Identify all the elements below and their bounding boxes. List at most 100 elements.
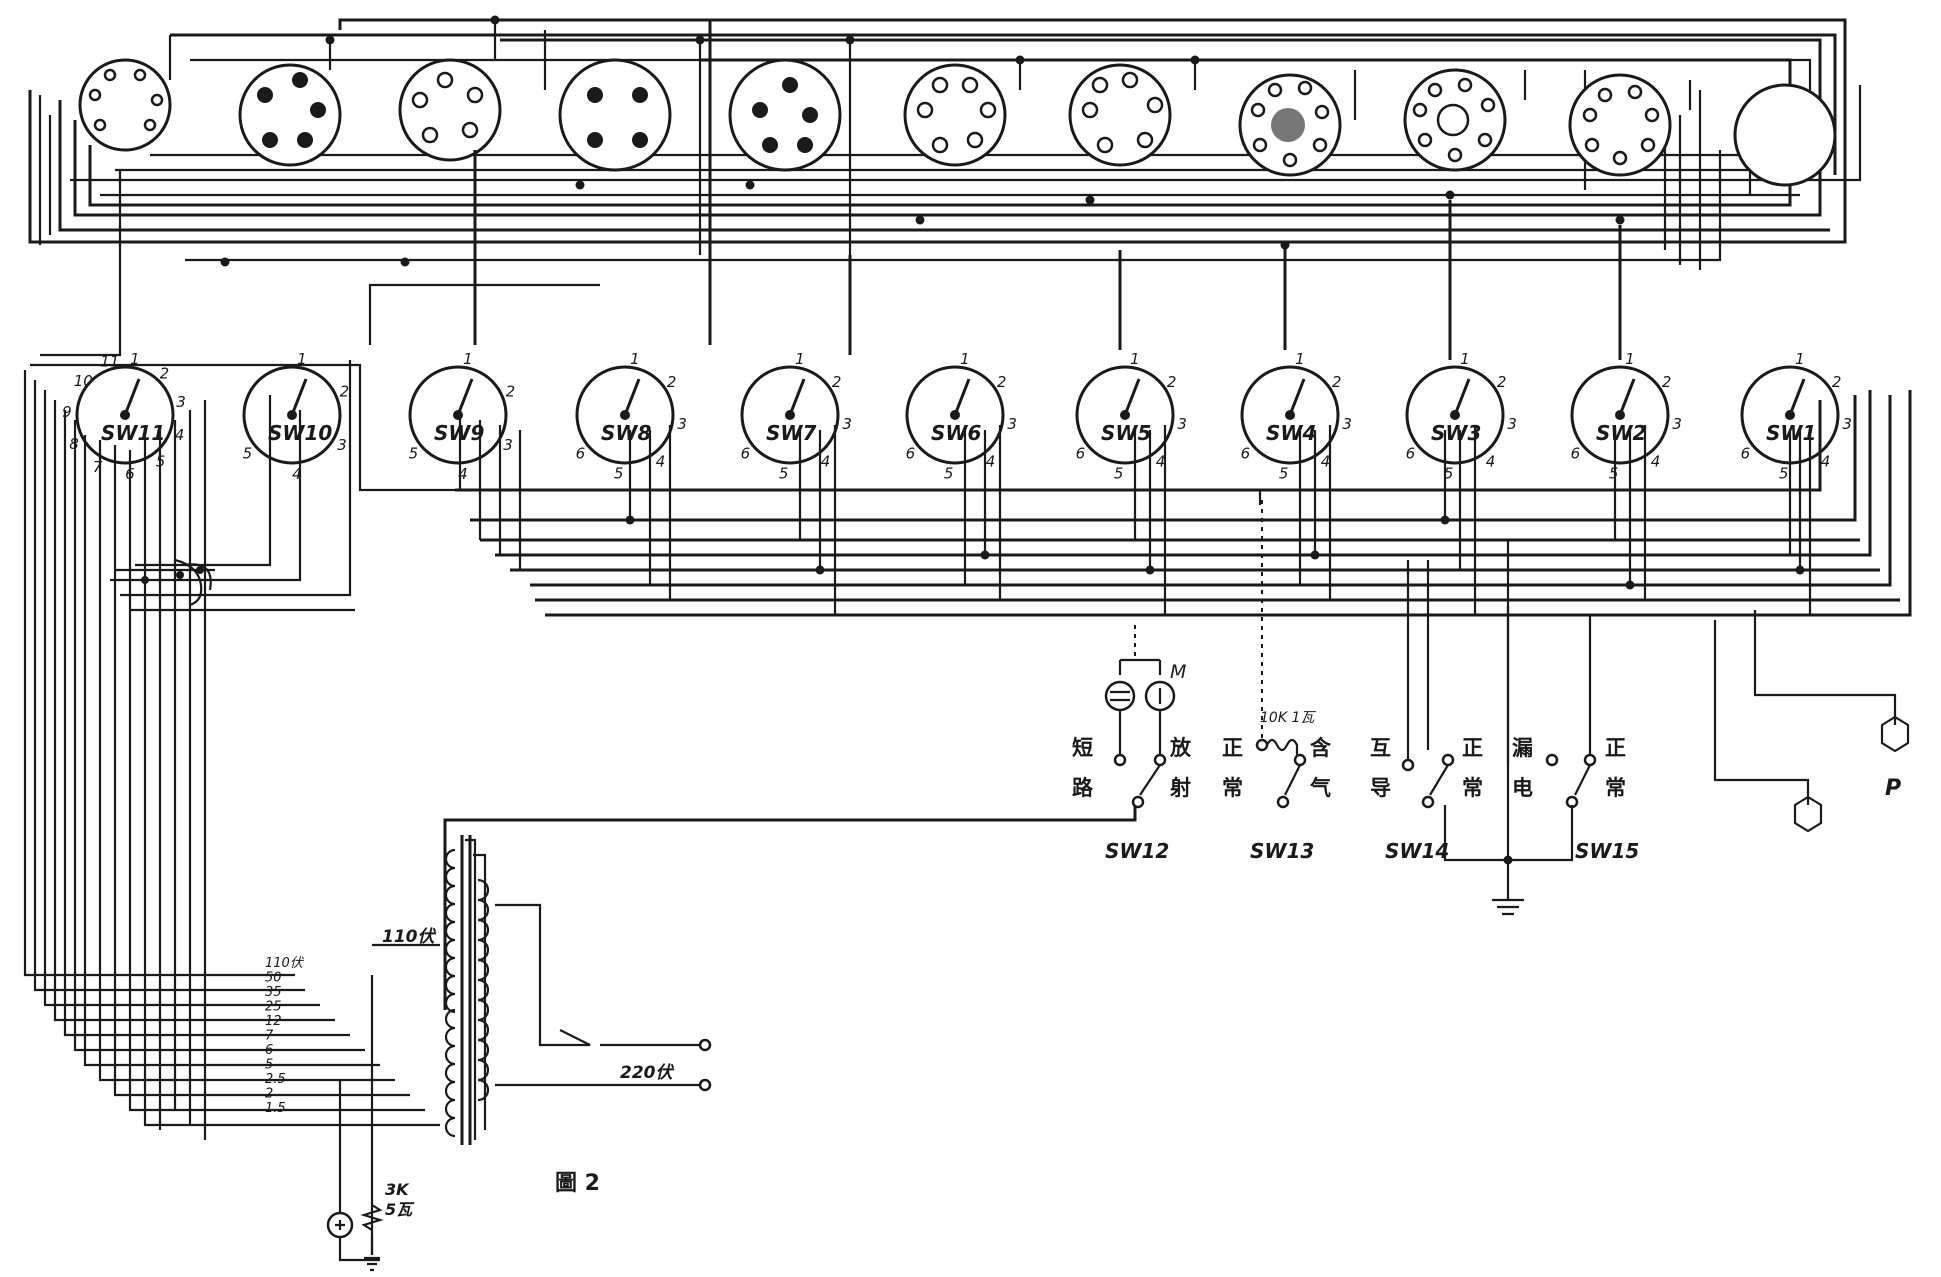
sw6-position-4: 4 <box>986 453 996 471</box>
probe-label: P <box>1885 776 1901 801</box>
sw2-hub <box>1615 410 1625 420</box>
tube-socket-8 <box>1238 73 1342 177</box>
sw1-position-6: 6 <box>1741 444 1751 462</box>
sw15-left-bottom: 电 <box>1512 776 1533 800</box>
tap-label-4: 12 <box>265 1014 282 1029</box>
sw1-position-4: 4 <box>1821 453 1831 471</box>
sw12-left-top: 短 <box>1072 736 1093 760</box>
sw3-label: SW3 <box>1431 421 1481 445</box>
sw5-position-4: 4 <box>1156 453 1166 471</box>
low-voltage-winding <box>444 1008 456 1138</box>
junction-dots <box>220 15 1765 267</box>
probe-clip-icon <box>1793 795 1823 833</box>
tube-socket-11 <box>1733 83 1837 187</box>
sw2-position-4: 4 <box>1651 453 1661 471</box>
sw14-right-top: 正 <box>1462 736 1483 760</box>
sw15-right-top: 正 <box>1605 736 1626 760</box>
sw9-position-4: 4 <box>458 465 468 483</box>
sw13-resistor-note: 10K 1瓦 <box>1260 710 1316 726</box>
sw11-label: SW11 <box>101 421 165 445</box>
tap-label-8: 2.5 <box>265 1072 286 1087</box>
sw5-hub <box>1120 410 1130 420</box>
sw10-wiper <box>290 378 308 416</box>
figure-caption: 圖 2 <box>555 1171 600 1196</box>
sw1-wiper <box>1788 378 1806 416</box>
sw8-position-1: 1 <box>630 350 640 368</box>
sw5-position-2: 2 <box>1167 373 1177 391</box>
sw9-position-1: 1 <box>463 350 473 368</box>
sw6-position-2: 2 <box>997 373 1007 391</box>
sw2-label: SW2 <box>1596 421 1646 445</box>
sw13-right-top: 含 <box>1310 736 1332 760</box>
sw4-position-1: 1 <box>1295 350 1305 368</box>
tap-label-7: 5 <box>265 1058 273 1073</box>
sw12-label: SW12 <box>1105 839 1169 863</box>
sw1-hub <box>1785 410 1795 420</box>
sw9-wiper <box>456 378 474 416</box>
sw7-hub <box>785 410 795 420</box>
sw4-position-4: 4 <box>1321 453 1331 471</box>
sw7-label: SW7 <box>766 421 816 445</box>
tap-label-0: 110伏 <box>265 956 305 971</box>
sw10-position-5: 5 <box>243 444 253 462</box>
sw8-position-2: 2 <box>667 373 677 391</box>
sw2-position-6: 6 <box>1571 444 1581 462</box>
ground-icon-bottom-left <box>364 1256 380 1272</box>
sw5-position-5: 5 <box>1114 465 1124 483</box>
left-harness <box>23 360 440 1140</box>
sw11-hub <box>120 410 130 420</box>
sw9-position-2: 2 <box>506 383 516 401</box>
sw9-position-5: 5 <box>409 444 419 462</box>
tube-socket-panel <box>28 15 1862 270</box>
sw8-wiper <box>623 378 641 416</box>
sw3-position-6: 6 <box>1406 444 1416 462</box>
ground-icon <box>1492 898 1524 916</box>
sw11-position-10: 10 <box>74 372 93 390</box>
sw3-position-3: 3 <box>1507 415 1517 433</box>
sw8-position-3: 3 <box>677 415 687 433</box>
sw7-position-5: 5 <box>779 465 789 483</box>
mains-voltage-label: 220伏 <box>620 1063 674 1083</box>
secondary-coil <box>477 878 490 1102</box>
sw1-position-3: 3 <box>1842 415 1852 433</box>
tap-label-5: 7 <box>265 1029 274 1044</box>
sw4-wiper <box>1288 378 1306 416</box>
sw6-wiper <box>953 378 971 416</box>
sw11-wiper <box>123 378 141 416</box>
pilot-lamp-and-resistor: 3K 5瓦 <box>326 1080 415 1272</box>
tube-socket-1 <box>78 58 172 152</box>
primary-coil <box>444 848 456 1138</box>
sw4-position-5: 5 <box>1279 465 1289 483</box>
sw5-wiper <box>1123 378 1141 416</box>
sw5-position-1: 1 <box>1130 350 1140 368</box>
sw13-left-top: 正 <box>1222 736 1243 760</box>
sw1-position-5: 5 <box>1779 465 1789 483</box>
secondary-winding <box>477 878 490 1102</box>
sw10-position-1: 1 <box>297 350 307 368</box>
sw8-position-6: 6 <box>576 444 586 462</box>
sw11-position-2: 2 <box>160 365 170 383</box>
sw3-position-2: 2 <box>1497 373 1507 391</box>
sw11-position-4: 4 <box>175 426 185 444</box>
sw6-position-1: 1 <box>960 350 970 368</box>
sw4-position-2: 2 <box>1332 373 1342 391</box>
sw12-left-bottom: 路 <box>1072 776 1094 800</box>
sw9-hub <box>453 410 463 420</box>
tap-label-9: 2 <box>265 1087 273 1102</box>
meter-label: M <box>1170 661 1186 683</box>
sw8-position-5: 5 <box>614 465 624 483</box>
sw11-position-3: 3 <box>176 393 186 411</box>
sw10-position-4: 4 <box>292 465 302 483</box>
sw3-wiper <box>1453 378 1471 416</box>
tube-socket-6 <box>903 63 1007 167</box>
sw7-position-3: 3 <box>842 415 852 433</box>
sw9-position-3: 3 <box>503 436 513 454</box>
sw1-position-2: 2 <box>1832 373 1842 391</box>
neon-lamp-icon <box>1104 680 1136 712</box>
tube-socket-4 <box>558 58 672 172</box>
